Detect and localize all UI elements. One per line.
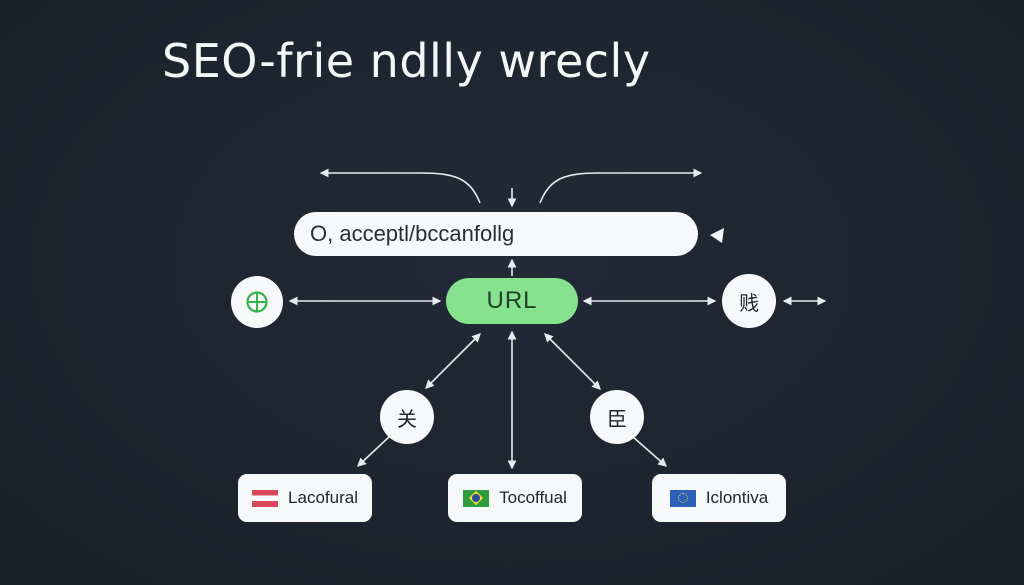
language-label-left: Lacofural [288, 488, 358, 507]
mid-node-glyph: 臣 [607, 406, 627, 431]
left-language-node: 关 [380, 390, 434, 444]
url-node-label: URL [486, 287, 538, 314]
address-bar-text: O, acceptl/bccanfollg [310, 221, 515, 246]
globe-icon [246, 291, 268, 313]
page-title: SEO-frie ndlly wrecly [162, 34, 651, 88]
brazil-flag-icon [463, 489, 490, 507]
striped-flag-icon [252, 489, 279, 507]
top-left-curve-arrow [319, 168, 481, 204]
left-node-glyph: 关 [397, 406, 417, 431]
globe-node [231, 276, 283, 328]
url-left-node-arrow [425, 333, 481, 389]
mid-language-node: 臣 [590, 390, 644, 444]
language-label-right: Iclontiva [705, 488, 769, 507]
language-box-left: Lacofural [238, 474, 372, 522]
mid-node-box-arrow [631, 435, 668, 467]
top-right-curve-arrow [539, 168, 703, 204]
right-node-glyph: 贱 [739, 290, 759, 315]
url-mid-node-arrow [544, 333, 601, 390]
address-pointer-icon [710, 228, 724, 243]
left-node-box-arrow [357, 435, 391, 467]
language-box-right: Iclontiva [652, 474, 786, 522]
right-language-node: 贱 [722, 274, 776, 328]
language-label-middle: Tocoffual [499, 488, 567, 507]
url-node: URL [446, 278, 578, 324]
language-box-middle: Tocoffual [448, 474, 582, 522]
address-bar[interactable]: O, acceptl/bccanfollg [294, 212, 698, 256]
eu-flag-icon [669, 489, 696, 507]
